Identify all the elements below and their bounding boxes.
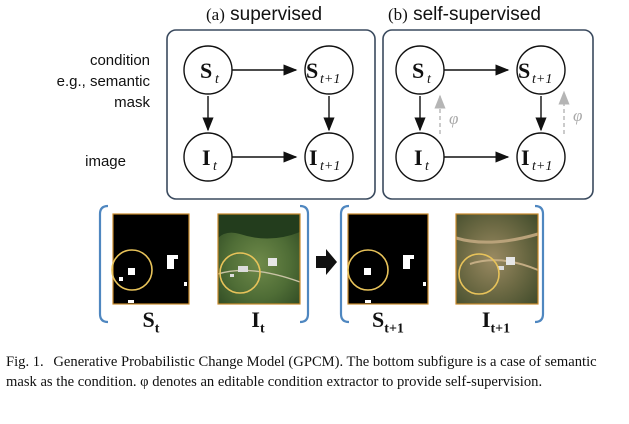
panel-b-node-i-t1: I t+1 bbox=[516, 132, 566, 182]
transition-arrow bbox=[316, 249, 337, 275]
svg-text:t+1: t+1 bbox=[532, 159, 552, 174]
panel-b-title-text: self-supervised bbox=[413, 4, 541, 25]
panel-a-border bbox=[166, 29, 376, 200]
satellite-image-i-t bbox=[217, 213, 301, 305]
mask-image-s-t bbox=[111, 213, 190, 305]
condition-label-line-2: e.g., semantic bbox=[56, 73, 150, 90]
panel-b: φ φ S t S t+1 I t I t+1 bbox=[382, 29, 594, 200]
panel-a-node-s-t1: S t+1 bbox=[304, 45, 354, 95]
svg-text:t: t bbox=[215, 72, 220, 87]
panel-b-node-s-t1: S t+1 bbox=[516, 45, 566, 95]
panel-a-tag: (a) bbox=[206, 5, 225, 24]
figure-caption: Fig. 1. Generative Probabilistic Change … bbox=[6, 352, 618, 392]
panel-a-title: (a) supervised bbox=[206, 4, 322, 26]
bracket-right-close bbox=[534, 204, 545, 324]
panel-a: S t S t+1 I t I t+1 bbox=[166, 29, 376, 200]
condition-row-label: condition e.g., semantic mask bbox=[0, 50, 150, 113]
condition-label-line-3: mask bbox=[114, 94, 150, 111]
panel-b-node-i-t: I t bbox=[395, 132, 445, 182]
bottom-label-i-t1: It+1 bbox=[481, 307, 511, 337]
svg-text:S: S bbox=[200, 58, 212, 83]
panel-b-border bbox=[382, 29, 594, 200]
panel-b-node-s-t: S t bbox=[395, 45, 445, 95]
semantic-mask-example bbox=[98, 204, 545, 324]
svg-text:I: I bbox=[309, 145, 318, 170]
bracket-right-open bbox=[339, 204, 350, 324]
panel-b-tag: (b) bbox=[388, 5, 408, 24]
satellite-image-i-t1 bbox=[455, 213, 539, 305]
bracket-left-close bbox=[299, 204, 310, 324]
condition-label-line-1: condition bbox=[89, 52, 150, 69]
svg-text:I: I bbox=[414, 145, 423, 170]
svg-text:t+1: t+1 bbox=[320, 159, 340, 174]
svg-text:S: S bbox=[306, 58, 318, 83]
svg-text:t+1: t+1 bbox=[320, 72, 340, 87]
svg-text:I: I bbox=[521, 145, 530, 170]
panel-a-node-i-t: I t bbox=[183, 132, 233, 182]
phi-symbol-right: φ bbox=[573, 106, 582, 125]
bottom-label-i-t: It bbox=[251, 307, 265, 337]
panel-b-title: (b) self-supervised bbox=[388, 4, 541, 26]
bottom-label-s-t1: St+1 bbox=[372, 307, 404, 337]
svg-text:t: t bbox=[213, 159, 218, 174]
panel-a-node-s-t: S t bbox=[183, 45, 233, 95]
svg-text:I: I bbox=[202, 145, 211, 170]
svg-text:S: S bbox=[412, 58, 424, 83]
caption-label: Fig. 1. bbox=[6, 354, 44, 370]
phi-symbol-left: φ bbox=[449, 109, 458, 128]
panel-a-node-i-t1: I t+1 bbox=[304, 132, 354, 182]
svg-text:S: S bbox=[518, 58, 530, 83]
bottom-label-s-t: St bbox=[142, 307, 160, 337]
svg-text:t: t bbox=[427, 72, 432, 87]
svg-text:t: t bbox=[425, 159, 430, 174]
caption-text: Generative Probabilistic Change Model (G… bbox=[6, 354, 597, 390]
bracket-left-open bbox=[98, 204, 109, 324]
panel-a-title-text: supervised bbox=[230, 4, 323, 25]
image-row-label: image bbox=[85, 153, 126, 170]
gpcm-diagram: S t S t+1 I t I t+1 φ φ S bbox=[166, 29, 594, 200]
mask-image-s-t1 bbox=[347, 213, 429, 305]
svg-text:t+1: t+1 bbox=[532, 72, 552, 87]
